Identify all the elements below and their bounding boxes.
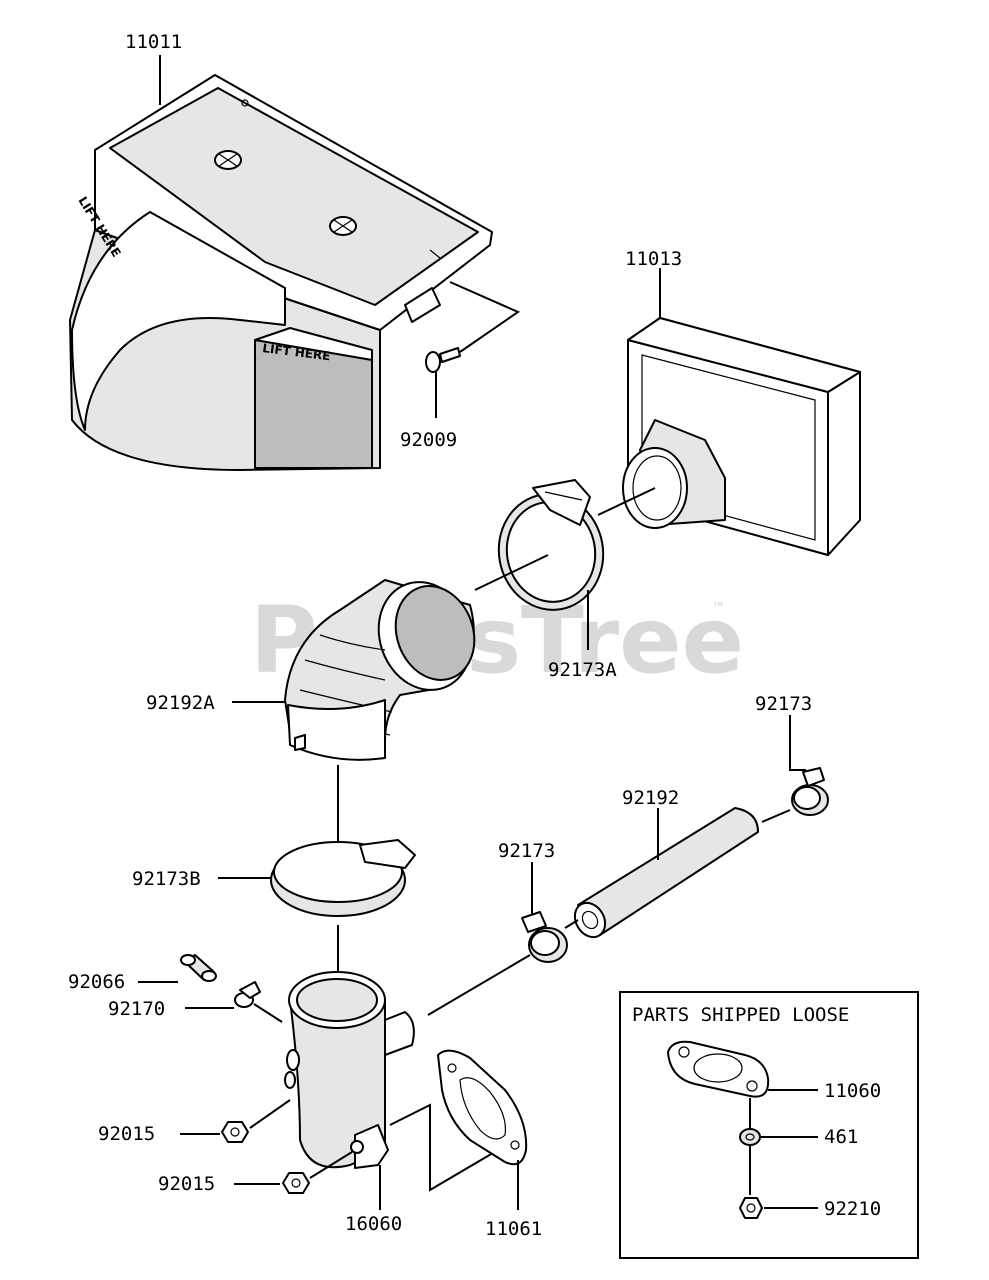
callout-92170: 92170	[108, 998, 165, 1020]
callout-11061: 11061	[485, 1218, 542, 1240]
hose-clamp-small-right-part	[791, 767, 829, 816]
callout-11060: 11060	[824, 1080, 881, 1102]
leader-92173-right	[789, 715, 806, 771]
hose-clamp-lower-part	[270, 839, 416, 917]
intake-pipe-part	[284, 971, 415, 1169]
leader-cover-screw-bracket	[449, 281, 521, 353]
callout-92210: 92210	[824, 1198, 881, 1220]
callout-11013: 11013	[625, 248, 682, 270]
leader-clamp-to-intake	[253, 1003, 283, 1023]
leader-midclamp-to-intake	[427, 954, 531, 1016]
parts-shipped-loose-box: PARTS SHIPPED LOOSE 11060 461 92210	[619, 991, 919, 1259]
nut-upper-part	[221, 1121, 249, 1143]
washer-part	[739, 1128, 761, 1146]
screw-part	[425, 347, 461, 373]
callout-16060: 16060	[345, 1213, 402, 1235]
leader-nut-upper-to-intake	[249, 1099, 291, 1129]
leader-nut-lower-to-intake	[309, 1151, 353, 1179]
gasket-loose-part	[667, 1040, 770, 1098]
callout-92192: 92192	[622, 787, 679, 809]
nut-loose-part	[739, 1197, 763, 1219]
gasket-part	[437, 1049, 528, 1166]
cap-part	[180, 954, 217, 982]
elbow-hose-part	[284, 579, 476, 761]
leader-clamp-elbow	[474, 554, 549, 591]
callout-92173-mid: 92173	[498, 840, 555, 862]
cover-knob-2	[329, 216, 357, 236]
callout-92015-upper: 92015	[98, 1123, 155, 1145]
leader-filter-clamp	[597, 487, 656, 516]
air-cleaner-cover-part: LIFT HERE LIFT HERE	[69, 74, 493, 471]
leader-hose-to-clamp-right	[761, 809, 791, 823]
callout-92173B: 92173B	[132, 868, 201, 890]
callout-92015-lower: 92015	[158, 1173, 215, 1195]
leader-intake-gasket-bracket	[389, 1103, 516, 1192]
parts-box-title: PARTS SHIPPED LOOSE	[632, 1004, 849, 1026]
cover-knob-1	[214, 150, 242, 170]
callout-11011: 11011	[125, 31, 182, 53]
air-filter-element-part	[622, 317, 861, 556]
callout-92173A: 92173A	[548, 659, 617, 681]
callout-92066: 92066	[68, 971, 125, 993]
callout-92192A: 92192A	[146, 692, 215, 714]
hose-clamp-upper-part	[497, 479, 605, 611]
trademark-symbol: ™	[712, 601, 725, 616]
nut-lower-part	[282, 1172, 310, 1194]
callout-461: 461	[824, 1126, 858, 1148]
small-clamp-part	[234, 981, 261, 1008]
leader-midclamp-to-hose	[564, 919, 579, 929]
straight-hose-part	[573, 807, 759, 939]
callout-92173-right: 92173	[755, 693, 812, 715]
hose-clamp-small-mid-part	[521, 911, 568, 963]
callout-92009: 92009	[400, 429, 457, 451]
